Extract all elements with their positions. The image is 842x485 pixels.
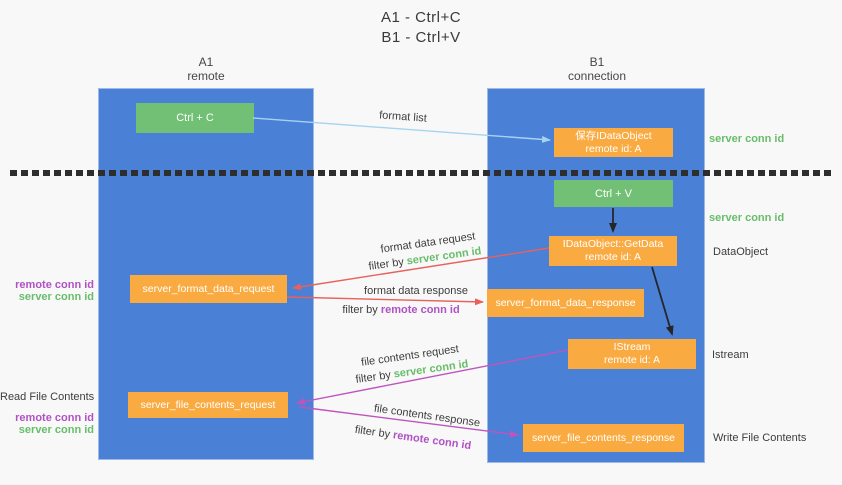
lane-header-b1: B1 connection <box>537 55 657 83</box>
side-label-dataobject: DataObject <box>713 246 769 258</box>
node-server-file-contents-request: server_file_contents_request <box>128 392 288 418</box>
side-label-read-file-contents: Read File Contents <box>0 391 95 403</box>
lane-b1-name: B1 <box>589 55 605 69</box>
node-server-file-contents-response: server_file_contents_response <box>523 424 684 452</box>
label-format-list: format list <box>378 109 428 125</box>
side-label-server-conn-id-mid: server conn id <box>709 212 785 224</box>
node-file-request-label: server_file_contents_request <box>140 398 276 411</box>
node-format-response-label: server_format_data_response <box>495 296 636 309</box>
node-idataobject-getdata: IDataObject::GetData remote id: A <box>549 236 677 266</box>
node-ctrl-c-label: Ctrl + C <box>176 112 214 124</box>
remote-conn-id-text: remote conn id <box>392 429 472 453</box>
lane-header-a1: A1 remote <box>146 55 266 83</box>
node-ctrl-v-label: Ctrl + V <box>595 187 632 200</box>
title-line-2: B1 - Ctrl+V <box>381 29 461 46</box>
diagram-title: A1 - Ctrl+C B1 - Ctrl+V <box>0 8 842 48</box>
remote-conn-id-text: remote conn id <box>15 412 94 424</box>
node-save-idataobject: 保存IDataObject remote id: A <box>554 128 673 157</box>
lane-a1-name: A1 <box>198 55 214 69</box>
title-line-1: A1 - Ctrl+C <box>380 9 462 26</box>
node-istream-line1: IStream <box>613 341 651 353</box>
filter-by-text: filter by <box>354 423 394 442</box>
node-server-format-data-request: server_format_data_request <box>130 275 287 303</box>
filter-by-text: filter by <box>367 255 408 273</box>
label-format-data-response: format data response <box>364 285 468 297</box>
remote-conn-id-text: remote conn id <box>15 279 94 291</box>
lane-b1-role: connection <box>567 69 627 83</box>
server-conn-id-text: server conn id <box>18 424 94 436</box>
remote-conn-id-text: remote conn id <box>380 304 460 316</box>
arrow-format-data-response <box>286 296 484 306</box>
side-label-istream: Istream <box>712 349 749 361</box>
node-file-response-label: server_file_contents_response <box>531 431 675 444</box>
node-format-request-label: server_format_data_request <box>142 282 275 295</box>
side-label-conn-ids-top-left: remote conn id server conn id <box>0 279 94 303</box>
filter-by-text: filter by <box>342 304 381 316</box>
node-getdata-line2: remote id: A <box>584 251 642 263</box>
node-save-line2: remote id: A <box>585 142 642 155</box>
side-label-server-conn-id-top: server conn id <box>709 133 785 145</box>
node-ctrl-c: Ctrl + C <box>136 103 254 133</box>
label-filter-by-remote-conn-id-1: filter by remote conn id <box>342 304 459 316</box>
server-conn-id-text: server conn id <box>18 291 94 303</box>
lane-a1-role: remote <box>187 69 225 83</box>
node-save-line1: 保存IDataObject <box>575 129 652 142</box>
label-filter-by-remote-conn-id-2: filter by remote conn id <box>354 424 472 452</box>
node-ctrl-v: Ctrl + V <box>554 180 673 207</box>
side-label-conn-ids-bottom-left: remote conn id server conn id <box>0 412 94 436</box>
node-server-format-data-response: server_format_data_response <box>487 289 644 317</box>
side-label-write-file-contents: Write File Contents <box>713 432 807 444</box>
label-file-contents-response: file contents response <box>373 402 481 430</box>
node-istream-line2: remote id: A <box>603 354 661 366</box>
filter-by-text: filter by <box>354 368 395 386</box>
node-istream: IStream remote id: A <box>568 339 696 369</box>
node-getdata-line1: IDataObject::GetData <box>562 238 664 250</box>
session-divider-dotted-line <box>10 170 832 176</box>
